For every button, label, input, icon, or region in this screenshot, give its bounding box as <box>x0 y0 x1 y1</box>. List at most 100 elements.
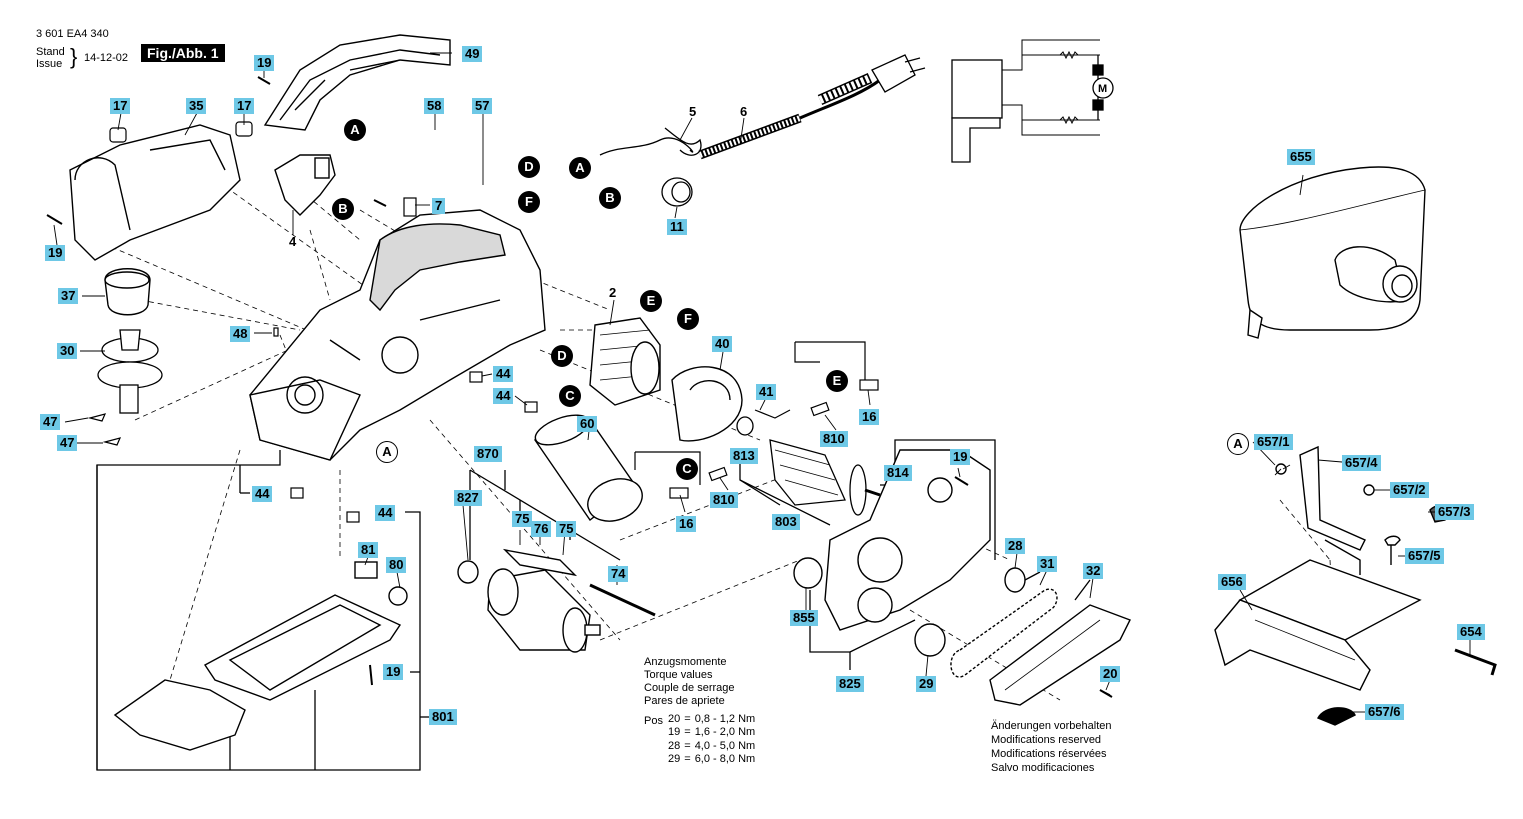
part-label: 49 <box>462 46 483 62</box>
torque-range: 6,0 - 8,0 Nm <box>694 753 756 766</box>
part-label: 31 <box>1037 556 1058 572</box>
part-label: 19 <box>45 245 66 261</box>
part-label: 801 <box>429 709 457 725</box>
field-coil-2 <box>589 317 661 406</box>
part-label: 17 <box>234 98 255 114</box>
parallel-guide-656 <box>1214 445 1497 726</box>
main-housing <box>249 209 546 461</box>
part-label: 76 <box>531 521 552 537</box>
part-label: 44 <box>493 366 514 382</box>
part-label: 657/1 <box>1254 434 1293 450</box>
modifications-de: Änderungen vorbehalten <box>991 720 1112 732</box>
part-label: 870 <box>474 446 502 462</box>
part-label: 656 <box>1218 574 1246 590</box>
part-label: 40 <box>712 336 733 352</box>
connector-callout: B <box>332 198 354 220</box>
part-label: 41 <box>756 384 777 400</box>
part-label: 57 <box>472 98 493 114</box>
part-label: 855 <box>790 610 818 626</box>
part-label: 655 <box>1287 149 1315 165</box>
torque-eq: = <box>684 726 691 739</box>
connector-callout: F <box>677 308 699 330</box>
part-label: 657/6 <box>1365 704 1404 720</box>
part-label: 74 <box>608 566 629 582</box>
part-label: 32 <box>1083 563 1104 579</box>
table-row: 28=4,0 - 5,0 Nm <box>666 740 757 753</box>
part-label: 48 <box>230 326 251 342</box>
part-label: 6 <box>740 104 748 119</box>
modifications-fr: Modifications réservées <box>991 748 1107 760</box>
part-label: 44 <box>252 486 273 502</box>
part-label: 657/3 <box>1435 504 1474 520</box>
handle-cover-49 <box>263 34 451 131</box>
part-label: 19 <box>383 664 404 680</box>
connector-callout: D <box>551 345 573 367</box>
part-label: 80 <box>386 557 407 573</box>
part-label: 813 <box>730 448 758 464</box>
torque-range: 0,8 - 1,2 Nm <box>694 713 756 725</box>
part-label: 4 <box>289 234 297 249</box>
front-cover-35 <box>69 124 241 261</box>
planer-drum-827 <box>457 548 656 653</box>
figure-label: Fig./Abb. 1 <box>141 44 225 62</box>
wiring-schematic <box>951 39 1114 163</box>
part-label: 37 <box>58 288 79 304</box>
part-label: 803 <box>772 514 800 530</box>
connector-callout: A <box>569 157 591 179</box>
torque-pos: 28 <box>668 739 681 752</box>
part-label: 75 <box>556 521 577 537</box>
switch-4 <box>274 154 336 216</box>
part-label: 814 <box>884 465 912 481</box>
issue-label: Issue <box>36 58 63 70</box>
connector-callout: B <box>599 187 621 209</box>
connector-callout: C <box>559 385 581 407</box>
torque-range: 1,6 - 2,0 Nm <box>694 726 756 739</box>
dust-bag-655 <box>1239 166 1426 339</box>
table-row: 19=1,6 - 2,0 Nm <box>666 726 757 739</box>
part-label: 29 <box>916 676 937 692</box>
motor-symbol: M <box>1098 83 1107 95</box>
torque-eq: = <box>684 713 691 725</box>
part-label: 19 <box>254 55 275 71</box>
torque-heading-en: Torque values <box>644 669 713 681</box>
torque-pos: 20 <box>668 713 681 725</box>
base-plate-801 <box>113 561 408 751</box>
part-label: 44 <box>493 388 514 404</box>
part-label: 2 <box>609 285 617 300</box>
torque-heading-fr: Couple de serrage <box>644 682 735 694</box>
connector-callout: A <box>344 119 366 141</box>
torque-heading-es: Pares de apriete <box>644 695 725 707</box>
part-label: 827 <box>454 490 482 506</box>
torque-table: 20=0,8 - 1,2 Nm 19=1,6 - 2,0 Nm 28=4,0 -… <box>666 713 757 767</box>
power-cable <box>599 54 926 207</box>
part-label: 16 <box>859 409 880 425</box>
part-label: 28 <box>1005 538 1026 554</box>
part-label: 30 <box>57 343 78 359</box>
depth-knob-37 <box>104 268 151 316</box>
part-label: 16 <box>676 516 697 532</box>
part-label: 5 <box>689 104 697 119</box>
part-label: 20 <box>1100 666 1121 682</box>
part-label: 657/4 <box>1342 455 1381 471</box>
torque-pos: 29 <box>668 753 681 766</box>
connector-callout: F <box>518 191 540 213</box>
part-label: 654 <box>1457 624 1485 640</box>
part-label: 44 <box>375 505 396 521</box>
part-label: 17 <box>110 98 131 114</box>
depth-adjuster-30 <box>97 329 163 414</box>
part-label: 19 <box>950 449 971 465</box>
torque-eq: = <box>684 739 691 752</box>
modifications-es: Salvo modificaciones <box>991 762 1095 774</box>
part-label: 657/2 <box>1390 482 1429 498</box>
connector-callout: A <box>1227 433 1249 455</box>
torque-pos-label: Pos <box>644 715 663 727</box>
belt-drive <box>914 567 1131 706</box>
part-label: 35 <box>186 98 207 114</box>
torque-range: 4,0 - 5,0 Nm <box>694 739 756 752</box>
part-label: 11 <box>667 219 687 235</box>
connector-callout: E <box>826 370 848 392</box>
part-label: 810 <box>820 431 848 447</box>
table-row: 29=6,0 - 8,0 Nm <box>666 753 757 766</box>
part-label: 810 <box>710 492 738 508</box>
document-number: 3 601 EA4 340 <box>36 28 109 40</box>
